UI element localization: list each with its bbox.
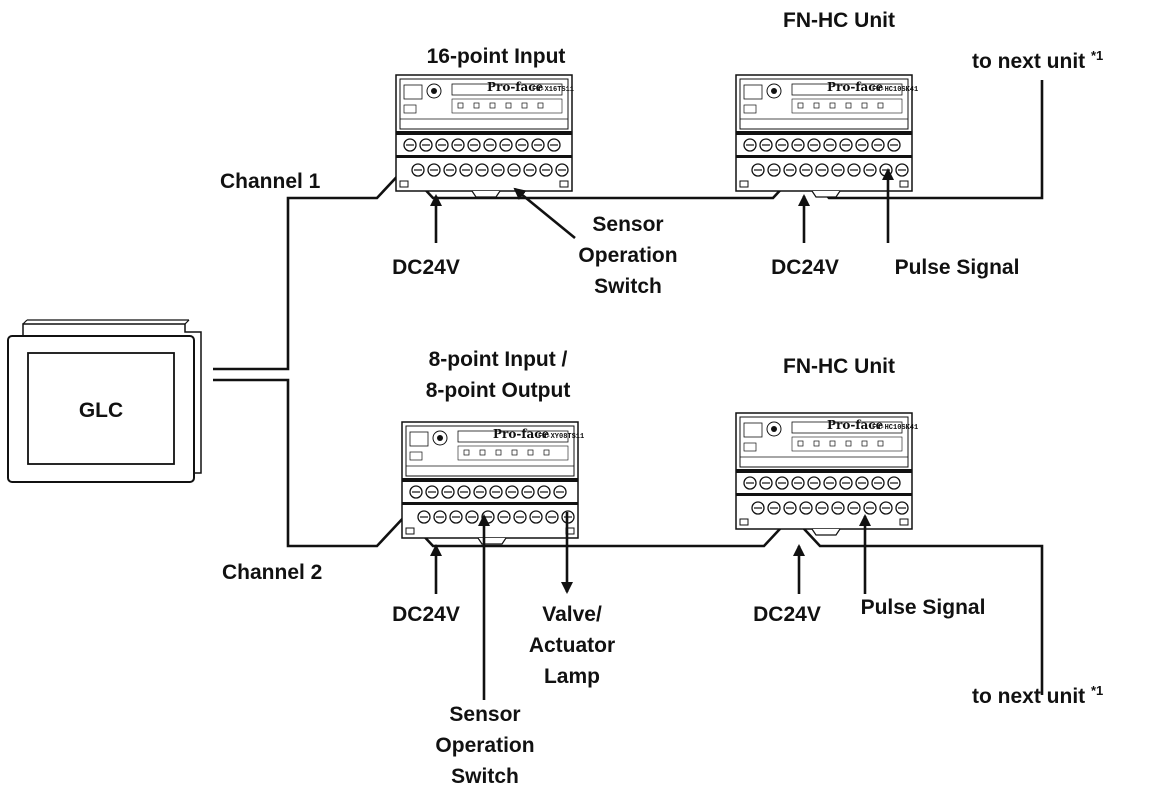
- pulse-signal-label: Pulse Signal: [895, 256, 1020, 279]
- valve-label: Lamp: [544, 665, 600, 688]
- unit-title: FN-HC Unit: [783, 355, 895, 378]
- brand-logo: Pro-face: [493, 427, 550, 441]
- brand-logo: Pro-face: [827, 418, 884, 432]
- valve-label: Valve/: [542, 603, 602, 626]
- model-number: FN-HC10SK41: [872, 424, 918, 432]
- dc24v-label: DC24V: [753, 603, 821, 626]
- model-number: FN-X16TS11: [532, 86, 574, 94]
- model-number: FN-HC10SK41: [872, 86, 918, 94]
- sensor-label: Sensor: [449, 703, 520, 726]
- brand-logo: Pro-face: [487, 80, 544, 94]
- dc24v-label: DC24V: [392, 256, 460, 279]
- model-number: FN-XY08TS11: [538, 433, 584, 441]
- sensor-label: Operation: [435, 734, 534, 757]
- glc-label: GLC: [79, 399, 123, 422]
- dc24v-label: DC24V: [771, 256, 839, 279]
- brand-logo: Pro-face: [827, 80, 884, 94]
- sensor-label: Switch: [594, 275, 662, 298]
- valve-label: Actuator: [529, 634, 615, 657]
- channel-2-label: Channel 2: [222, 561, 322, 584]
- dc24v-label: DC24V: [392, 603, 460, 626]
- sensor-label: Sensor: [592, 213, 663, 236]
- unit-title: FN-HC Unit: [783, 9, 895, 32]
- unit-title: 8-point Input /: [429, 348, 568, 371]
- sensor-label: Switch: [451, 765, 519, 788]
- channel-1-label: Channel 1: [220, 170, 321, 193]
- next-unit-label: to next unit *1: [972, 48, 1103, 73]
- sensor-label: Operation: [578, 244, 677, 267]
- sensor-arrow: [513, 187, 576, 240]
- glc-device: GLC: [7, 319, 202, 483]
- unit-title: 8-point Output: [426, 379, 571, 402]
- next-unit-label: to next unit *1: [972, 683, 1103, 708]
- pulse-signal-label: Pulse Signal: [861, 596, 986, 619]
- unit-title: 16-point Input: [427, 45, 566, 68]
